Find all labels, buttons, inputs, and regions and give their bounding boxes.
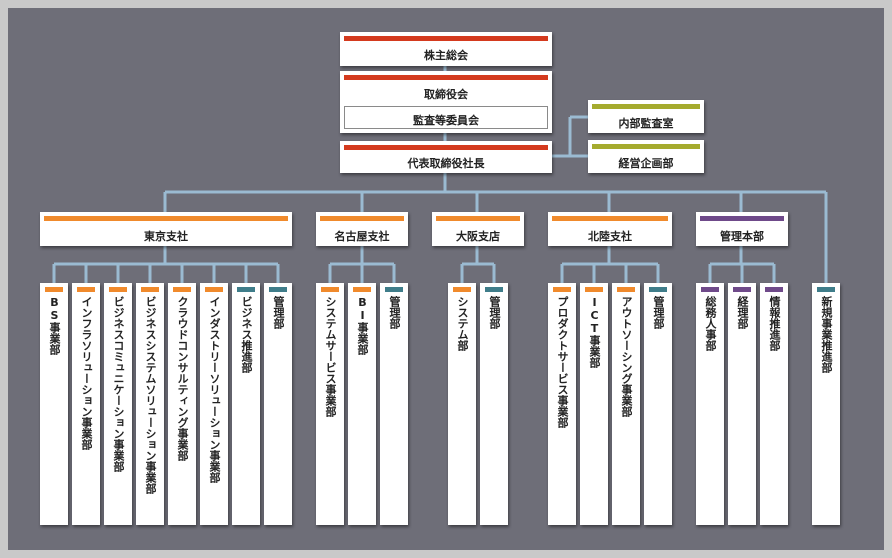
color-bar — [553, 287, 571, 292]
dept-box: 管理部 — [480, 283, 508, 525]
color-bar — [733, 287, 751, 292]
color-bar — [485, 287, 503, 292]
dept-box: 管理部 — [644, 283, 672, 525]
dept-label: システム部 — [456, 296, 469, 351]
color-bar — [77, 287, 95, 292]
dept-label: プロダクトサービス事業部 — [556, 296, 569, 428]
color-bar — [649, 287, 667, 292]
color-bar — [552, 216, 668, 221]
color-bar — [353, 287, 371, 292]
color-bar — [436, 216, 520, 221]
color-bar — [617, 287, 635, 292]
color-bar — [141, 287, 159, 292]
dept-box: ICT事業部 — [580, 283, 608, 525]
group-label: 北陸支社 — [588, 230, 632, 243]
color-bar — [344, 75, 548, 80]
dept-label: 管理部 — [272, 296, 285, 329]
color-bar — [320, 216, 404, 221]
dept-box: アウトソーシング事業部 — [612, 283, 640, 525]
dept-box: ビジネスコミュニケーション事業部 — [104, 283, 132, 525]
dept-label: 管理部 — [652, 296, 665, 329]
color-bar — [344, 36, 548, 41]
dept-label: インフラソリューション事業部 — [80, 296, 93, 450]
audit-committee-box: 監査等委員会 — [344, 106, 548, 129]
planning-box: 経営企画部 — [588, 140, 704, 173]
color-bar — [205, 287, 223, 292]
group-kanri: 管理本部 — [696, 212, 788, 246]
dept-label: インダストリーソリューション事業部 — [208, 296, 221, 483]
group-tokyo: 東京支社 — [40, 212, 292, 246]
shareholders-label: 株主総会 — [424, 49, 468, 62]
dept-label: クラウドコンサルティング事業部 — [176, 296, 189, 461]
group-osaka: 大阪支店 — [432, 212, 524, 246]
dept-label: 総務人事部 — [704, 296, 717, 351]
internal-audit-box: 内部監査室 — [588, 100, 704, 133]
color-bar — [817, 287, 835, 292]
dept-box: 経理部 — [728, 283, 756, 525]
color-bar — [585, 287, 603, 292]
dept-label: 管理部 — [488, 296, 501, 329]
dept-label: 新規事業推進部 — [820, 296, 833, 373]
president-box: 代表取締役社長 — [340, 141, 552, 173]
dept-box: BS事業部 — [40, 283, 68, 525]
board-label: 取締役会 — [424, 88, 468, 101]
group-label: 名古屋支社 — [334, 230, 390, 243]
dept-label: BI事業部 — [356, 296, 369, 355]
dept-box: BI事業部 — [348, 283, 376, 525]
color-bar — [237, 287, 255, 292]
dept-label: システムサービス事業部 — [324, 296, 337, 417]
internal-audit-label: 内部監査室 — [618, 117, 674, 130]
dept-label: アウトソーシング事業部 — [620, 296, 633, 417]
color-bar — [592, 144, 700, 149]
dept-box: 管理部 — [380, 283, 408, 525]
audit-committee-label: 監査等委員会 — [413, 114, 479, 127]
dept-label: ビジネスコミュニケーション事業部 — [112, 296, 125, 472]
group-label: 管理本部 — [720, 230, 764, 243]
color-bar — [269, 287, 287, 292]
dept-label: 管理部 — [388, 296, 401, 329]
dept-label: 情報推進部 — [768, 296, 781, 351]
group-label: 大阪支店 — [456, 230, 500, 243]
dept-label: ICT事業部 — [588, 296, 601, 368]
group-label: 東京支社 — [144, 230, 188, 243]
color-bar — [700, 216, 784, 221]
color-bar — [321, 287, 339, 292]
color-bar — [385, 287, 403, 292]
color-bar — [173, 287, 191, 292]
shareholders-box: 株主総会 — [340, 32, 552, 66]
planning-label: 経営企画部 — [618, 157, 674, 170]
dept-label: 経理部 — [736, 296, 749, 329]
dept-label: ビジネスシステムソリューション事業部 — [144, 296, 157, 494]
dept-box: インダストリーソリューション事業部 — [200, 283, 228, 525]
color-bar — [44, 216, 288, 221]
group-hokuriku: 北陸支社 — [548, 212, 672, 246]
dept-label: BS事業部 — [48, 296, 61, 355]
dept-box-standalone: 新規事業推進部 — [812, 283, 840, 525]
dept-box: システム部 — [448, 283, 476, 525]
dept-box: 情報推進部 — [760, 283, 788, 525]
group-nagoya: 名古屋支社 — [316, 212, 408, 246]
dept-label: ビジネス推進部 — [240, 296, 253, 373]
dept-box: プロダクトサービス事業部 — [548, 283, 576, 525]
dept-box: ビジネスシステムソリューション事業部 — [136, 283, 164, 525]
color-bar — [592, 104, 700, 109]
dept-box: 管理部 — [264, 283, 292, 525]
dept-box: インフラソリューション事業部 — [72, 283, 100, 525]
board-box: 取締役会 監査等委員会 — [340, 71, 552, 133]
dept-box: クラウドコンサルティング事業部 — [168, 283, 196, 525]
color-bar — [45, 287, 63, 292]
color-bar — [765, 287, 783, 292]
dept-box: ビジネス推進部 — [232, 283, 260, 525]
president-label: 代表取締役社長 — [407, 157, 485, 170]
dept-box: 総務人事部 — [696, 283, 724, 525]
dept-box: システムサービス事業部 — [316, 283, 344, 525]
color-bar — [344, 145, 548, 150]
color-bar — [701, 287, 719, 292]
color-bar — [453, 287, 471, 292]
color-bar — [109, 287, 127, 292]
